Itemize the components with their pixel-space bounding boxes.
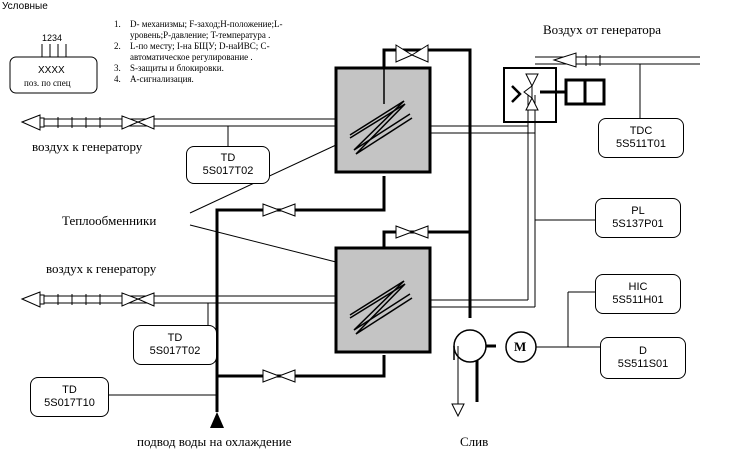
label-drain: Слив [460, 434, 489, 449]
legend-example-code: XXXX [38, 65, 65, 76]
duct-ticks [57, 55, 601, 305]
instrument-tdc: TDC 5S511T01 [598, 118, 684, 158]
water-supply-marker [210, 412, 224, 428]
instrument-code: 5S017T02 [149, 345, 201, 357]
label-air-to-generator-bottom: воздух к генератору [46, 261, 157, 276]
motor-symbol-label: M [514, 339, 527, 354]
instrument-name: PL [631, 205, 645, 217]
instrument-code: 5S511H01 [612, 294, 664, 306]
instrument-name: TD [220, 152, 236, 164]
heat-exchanger-bottom [334, 232, 432, 354]
instrument-d: D 5S511S01 [600, 337, 686, 379]
legend-item: 3.S-защиты и блокировки. [114, 63, 224, 73]
instrument-name: D [639, 345, 647, 357]
legend-title: Условные [2, 1, 48, 12]
instrument-code: 5S137P01 [612, 218, 664, 230]
instrument-td-top: TD 5S017T02 [186, 146, 270, 184]
instrument-code: 5S511T01 [616, 138, 666, 150]
instrument-hic: HIC 5S511H01 [595, 274, 681, 314]
pump [453, 329, 537, 363]
duct-arrows [20, 52, 700, 308]
instrument-code: 5S511S01 [617, 358, 669, 370]
label-air-from-generator: Воздух от генератора [543, 22, 662, 37]
heat-exchanger-top [334, 58, 432, 174]
instrument-name: TD [62, 384, 77, 396]
legend-item: 4.A-сигнализация. [114, 74, 194, 84]
instrument-name: HIC [628, 281, 648, 293]
label-heat-exchangers: Теплообменники [62, 213, 157, 228]
drain-funnel [451, 403, 465, 418]
legend-example [9, 44, 98, 94]
instrument-code: 5S017T10 [44, 397, 95, 409]
instrument-name: TDC [629, 125, 653, 137]
valves [121, 44, 429, 383]
legend-example-caption: поз. по спец [24, 78, 71, 88]
legend-item: 2.L-по месту; I-на БЩУ; D-наИВС; C- авто… [114, 41, 270, 62]
legend-example-numbers: 1234 [42, 33, 63, 43]
instrument-code: 5S017T02 [202, 165, 254, 177]
label-water-supply: подвод воды на охлаждение [137, 434, 292, 449]
instrument-td-bottom: TD 5S017T10 [30, 377, 109, 417]
label-air-to-generator-top: воздух к генератору [32, 139, 143, 154]
legend-item: 1.D- механизмы; F-заход;H-положение;L-ур… [114, 19, 283, 40]
instrument-pl: PL 5S137P01 [595, 198, 681, 238]
control-damper [503, 67, 606, 123]
instrument-name: TD [167, 332, 183, 344]
legend-list: 1.D- механизмы; F-заход;H-положение;L-ур… [114, 19, 315, 85]
instrument-td-mid: TD 5S017T02 [133, 325, 217, 365]
